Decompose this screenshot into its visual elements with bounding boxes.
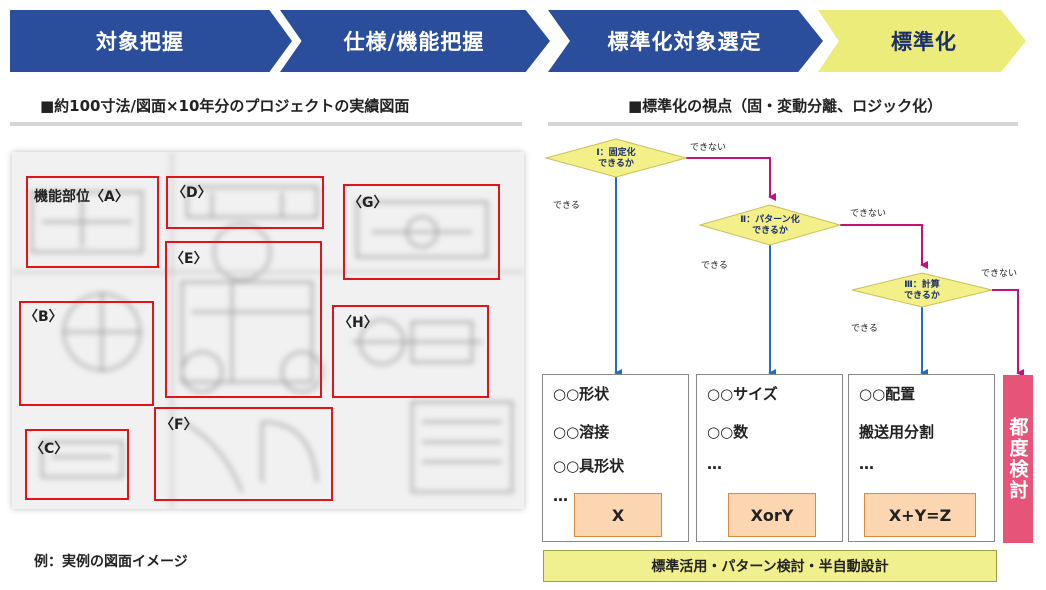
zone-g <box>343 184 500 280</box>
no-arrow-1 <box>686 157 776 201</box>
zone-h <box>332 305 489 398</box>
decision-3-line1: Ⅲ：計算 <box>904 278 940 290</box>
formula-box: X <box>574 493 662 537</box>
decision-2-line1: Ⅱ：パターン化 <box>740 213 799 225</box>
no-label: できない <box>850 208 886 219</box>
zone-label-e: 〈E〉 <box>170 251 208 267</box>
drawings-heading: ■約100寸法/図面×10年分のプロジェクトの実績図面 <box>40 97 410 115</box>
viewpoint-heading: ■標準化の視点（固・変動分離、ロジック化） <box>628 97 943 115</box>
result-item: ○○数 <box>707 423 749 441</box>
divider <box>548 122 1018 126</box>
decision-1-line1: Ⅰ：固定化 <box>596 146 635 158</box>
yes-label: できる <box>553 200 580 211</box>
no-arrow-2 <box>840 224 928 269</box>
result-item: … <box>553 487 568 505</box>
result-item: ○○サイズ <box>707 385 778 403</box>
step-label: 標準化 <box>891 30 957 54</box>
step-chevron-2: 仕様/機能把握 <box>280 10 550 72</box>
result-item: … <box>707 455 722 473</box>
decision-1-line2: できるか <box>598 158 634 169</box>
decision-2-line2: できるか <box>752 225 788 236</box>
step-label: 仕様/機能把握 <box>343 30 485 54</box>
zone-a <box>26 176 159 268</box>
formula-box: X+Y=Z <box>864 493 976 537</box>
result-box-pattern: ○○サイズ ○○数 … XorY <box>696 374 843 542</box>
zone-c <box>25 429 129 500</box>
step-chevron-1: 対象把握 <box>10 10 292 72</box>
per-case-review-box: 都度検討 <box>1003 375 1033 543</box>
yes-label: できる <box>701 260 728 271</box>
result-item: ○○溶接 <box>553 423 610 441</box>
zone-label-b: 〈B〉 <box>24 309 63 325</box>
zone-label-f: 〈F〉 <box>160 417 198 433</box>
zone-e <box>165 241 322 398</box>
step-label: 対象把握 <box>96 30 184 54</box>
zone-d <box>166 176 324 229</box>
result-item: ○○具形状 <box>553 457 625 475</box>
zone-label-c: 〈C〉 <box>30 441 69 457</box>
step-label: 標準化対象選定 <box>607 30 762 54</box>
formula-box: XorY <box>728 493 816 537</box>
step-chevron-4: 標準化 <box>818 10 1026 72</box>
zone-label-d: 〈D〉 <box>172 185 212 201</box>
zone-label-h: 〈H〉 <box>338 315 378 331</box>
result-box-calc: ○○配置 搬送用分割 … X+Y=Z <box>848 374 995 542</box>
zone-f <box>154 407 333 501</box>
result-box-fixed: ○○形状 ○○溶接 ○○具形状 … X <box>542 374 689 542</box>
zone-label-g: 〈G〉 <box>348 195 388 211</box>
step-chevron-3: 標準化対象選定 <box>548 10 823 72</box>
blurred-drawing-image: 機能部位〈A〉 〈D〉 〈G〉 〈E〉 〈B〉 〈H〉 〈C〉 〈F〉 <box>12 152 524 509</box>
no-label: できない <box>981 268 1017 279</box>
result-item: ○○配置 <box>859 385 916 403</box>
decision-diamond-3 <box>851 272 993 308</box>
zone-b <box>19 301 154 406</box>
decision-3-line2: できるか <box>904 290 940 301</box>
image-caption: 例：実例の図面イメージ <box>34 554 188 570</box>
yes-label: できる <box>851 323 878 334</box>
no-arrow-3 <box>992 289 1024 377</box>
zone-label-a: 機能部位〈A〉 <box>34 189 129 205</box>
drawing-sketch <box>12 152 524 509</box>
no-label: できない <box>690 142 726 153</box>
result-item: ○○形状 <box>553 385 610 403</box>
result-item: … <box>859 455 874 473</box>
decision-diamond-1 <box>544 138 688 178</box>
decision-diamond-2 <box>698 204 842 246</box>
result-item: 搬送用分割 <box>859 423 935 441</box>
divider <box>10 122 522 126</box>
summary-bar: 標準活用・パターン検討・半自動設計 <box>543 550 997 582</box>
